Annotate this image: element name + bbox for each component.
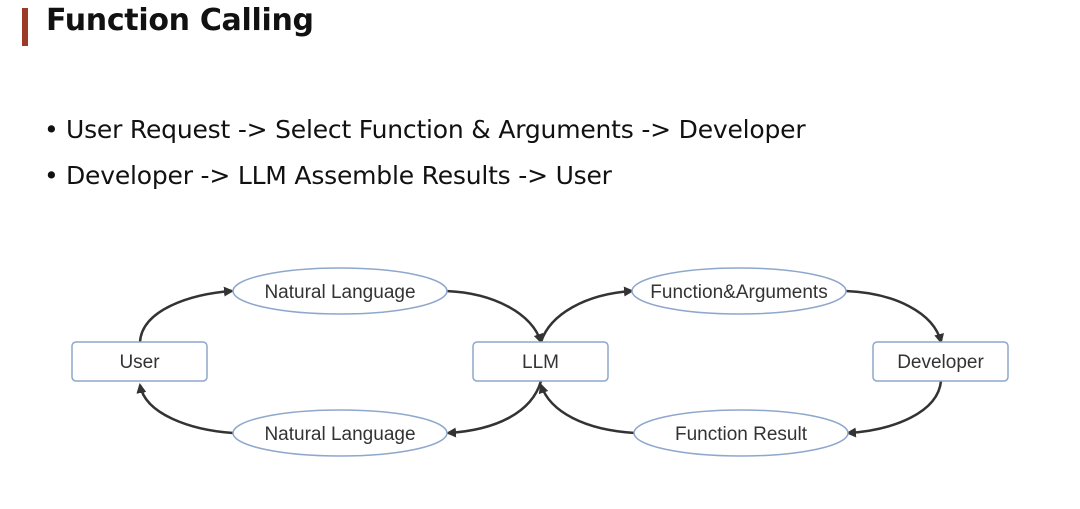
bullet-text: Developer -> LLM Assemble Results -> Use… bbox=[66, 161, 612, 190]
bullet-item: •User Request -> Select Function & Argum… bbox=[44, 110, 806, 156]
bullet-text: User Request -> Select Function & Argume… bbox=[66, 115, 806, 144]
slide-title: Function Calling bbox=[46, 3, 314, 38]
arrow-fr-to-llm bbox=[538, 383, 636, 435]
arrow-llm-to-nl-bottom bbox=[446, 380, 543, 438]
arrow-user-up bbox=[138, 286, 234, 343]
edge-label-text: Function&Arguments bbox=[650, 282, 827, 303]
arrow-llm-up bbox=[539, 286, 634, 343]
arrow-developer-down bbox=[846, 380, 943, 438]
bullet-dot-icon: • bbox=[44, 161, 59, 190]
bullet-dot-icon: • bbox=[44, 115, 59, 144]
edge-label-llm-to-developer: Function&Arguments bbox=[631, 267, 847, 315]
bullet-item: •Developer -> LLM Assemble Results -> Us… bbox=[44, 156, 805, 202]
edge-label-user-to-llm: Natural Language bbox=[232, 267, 448, 315]
title-accent-bar bbox=[22, 8, 28, 46]
node-developer: Developer bbox=[872, 341, 1009, 382]
node-user: User bbox=[71, 341, 208, 382]
node-developer-label: Developer bbox=[897, 352, 984, 373]
edge-label-text: Natural Language bbox=[264, 282, 415, 303]
edge-label-text: Natural Language bbox=[264, 424, 415, 445]
edge-label-llm-to-user: Natural Language bbox=[232, 409, 448, 457]
node-user-label: User bbox=[119, 352, 160, 373]
node-llm: LLM bbox=[472, 341, 609, 382]
arrow-nl-top-to-llm bbox=[445, 289, 544, 344]
node-llm-label: LLM bbox=[522, 352, 559, 373]
bullet-list: •User Request -> Select Function & Argum… bbox=[44, 110, 806, 202]
edge-label-text: Function Result bbox=[675, 424, 808, 445]
edge-label-developer-to-llm: Function Result bbox=[633, 409, 849, 457]
arrow-nl-bottom-to-user bbox=[136, 383, 234, 435]
arrow-fa-to-developer bbox=[845, 289, 944, 344]
